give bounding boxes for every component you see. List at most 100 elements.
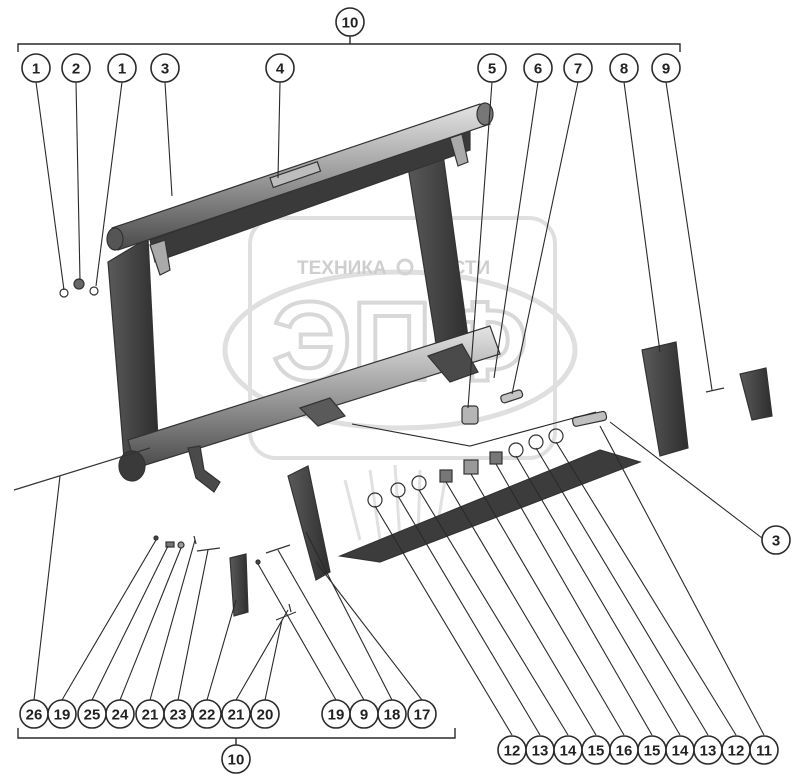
svg-text:22: 22 bbox=[199, 707, 216, 724]
callout-bottom-left-6[interactable]: 23 bbox=[163, 699, 193, 729]
callout-bottom-left-4[interactable]: 24 bbox=[105, 699, 135, 729]
callout-bottom-mid-2[interactable]: 9 bbox=[349, 699, 379, 729]
svg-text:8: 8 bbox=[620, 61, 628, 78]
washer-ring bbox=[528, 434, 544, 450]
svg-text:10: 10 bbox=[228, 752, 245, 769]
bushing-large bbox=[463, 459, 479, 475]
callout-top-3[interactable]: 1 bbox=[107, 53, 137, 83]
bottom-tube-end bbox=[118, 450, 146, 482]
callout-group-top[interactable]: 10 bbox=[335, 7, 365, 37]
callout-top-10[interactable]: 9 bbox=[651, 53, 681, 83]
top-beam-slot bbox=[269, 160, 322, 189]
callout-bottom-left-1[interactable]: 26 bbox=[19, 699, 49, 729]
callout-bottom-right-4[interactable]: 15 bbox=[581, 735, 611, 765]
bushing-small bbox=[489, 451, 503, 465]
callout-bottom-right-5[interactable]: 16 bbox=[609, 735, 639, 765]
callout-top-4[interactable]: 3 bbox=[150, 53, 180, 83]
bushing bbox=[461, 405, 479, 425]
callout-right[interactable]: 3 bbox=[761, 525, 791, 555]
callout-top-6[interactable]: 5 bbox=[477, 53, 507, 83]
svg-text:15: 15 bbox=[588, 743, 605, 760]
callout-bottom-left-5[interactable]: 21 bbox=[135, 699, 165, 729]
angled-plate bbox=[287, 465, 331, 581]
callout-bottom-right-7[interactable]: 14 bbox=[665, 735, 695, 765]
svg-text:25: 25 bbox=[84, 707, 101, 724]
callout-top-7[interactable]: 6 bbox=[523, 53, 553, 83]
svg-text:21: 21 bbox=[228, 707, 245, 724]
washer bbox=[73, 278, 85, 290]
svg-text:1: 1 bbox=[118, 61, 126, 78]
leader-lines bbox=[33, 81, 765, 736]
callout-bottom-left-9[interactable]: 20 bbox=[250, 699, 280, 729]
guard-plate bbox=[641, 341, 689, 457]
mid-hook bbox=[298, 397, 347, 427]
right-hook bbox=[426, 343, 479, 383]
group-bracket-bottom bbox=[17, 728, 456, 746]
gear-icon bbox=[396, 258, 414, 276]
svg-text:24: 24 bbox=[112, 707, 129, 724]
watermark-text-left: ТЕХНИКА bbox=[297, 258, 387, 279]
svg-text:18: 18 bbox=[384, 707, 401, 724]
svg-text:15: 15 bbox=[644, 743, 661, 760]
svg-text:3: 3 bbox=[161, 61, 169, 78]
svg-text:13: 13 bbox=[700, 743, 717, 760]
bracket-plate bbox=[739, 367, 773, 421]
svg-text:13: 13 bbox=[532, 743, 549, 760]
right-latch bbox=[449, 133, 469, 167]
svg-text:4: 4 bbox=[276, 61, 285, 78]
small-pin bbox=[705, 387, 725, 393]
callout-bottom-right-9[interactable]: 12 bbox=[721, 735, 751, 765]
svg-text:23: 23 bbox=[170, 707, 187, 724]
ring-right bbox=[89, 286, 99, 296]
callout-bottom-mid-4[interactable]: 17 bbox=[407, 699, 437, 729]
callout-bottom-right-3[interactable]: 14 bbox=[553, 735, 583, 765]
svg-text:26: 26 bbox=[26, 707, 43, 724]
svg-text:11: 11 bbox=[756, 743, 772, 760]
svg-text:12: 12 bbox=[728, 743, 745, 760]
callout-top-5[interactable]: 4 bbox=[265, 53, 295, 83]
callout-bottom-left-3[interactable]: 25 bbox=[77, 699, 107, 729]
svg-text:5: 5 bbox=[488, 61, 496, 78]
washer-ring bbox=[508, 442, 524, 458]
svg-text:2: 2 bbox=[72, 61, 80, 78]
svg-text:20: 20 bbox=[257, 707, 274, 724]
top-tube-end-left bbox=[106, 227, 124, 251]
group-bracket-top bbox=[17, 36, 681, 52]
svg-text:1: 1 bbox=[32, 61, 40, 78]
callout-top-1[interactable]: 1 bbox=[21, 53, 51, 83]
left-side-plate bbox=[107, 236, 159, 459]
left-latch bbox=[149, 239, 171, 276]
callout-top-2[interactable]: 2 bbox=[61, 53, 91, 83]
svg-text:19: 19 bbox=[328, 707, 345, 724]
callout-bottom-left-2[interactable]: 19 bbox=[47, 699, 77, 729]
svg-text:12: 12 bbox=[504, 743, 521, 760]
callout-bottom-left-8[interactable]: 21 bbox=[221, 699, 251, 729]
quick-attach-frame bbox=[106, 102, 501, 493]
svg-text:6: 6 bbox=[534, 61, 542, 78]
svg-text:21: 21 bbox=[142, 707, 159, 724]
callout-bottom-right-10[interactable]: 11 bbox=[749, 735, 779, 765]
rod bbox=[13, 447, 151, 491]
svg-text:7: 7 bbox=[574, 61, 582, 78]
callout-top-9[interactable]: 8 bbox=[609, 53, 639, 83]
callout-bottom-right-8[interactable]: 13 bbox=[693, 735, 723, 765]
callout-bottom-right-6[interactable]: 15 bbox=[637, 735, 667, 765]
svg-text:3: 3 bbox=[772, 533, 780, 550]
lock-plate bbox=[229, 553, 249, 617]
callout-group-bottom[interactable]: 10 bbox=[221, 744, 251, 774]
ring-left bbox=[59, 288, 69, 298]
svg-text:10: 10 bbox=[342, 15, 359, 32]
small-hardware bbox=[153, 535, 297, 621]
callout-top-8[interactable]: 7 bbox=[563, 53, 593, 83]
callout-bottom-mid-3[interactable]: 18 bbox=[377, 699, 407, 729]
left-hook bbox=[187, 445, 221, 493]
svg-text:17: 17 bbox=[414, 707, 431, 724]
svg-text:9: 9 bbox=[662, 61, 670, 78]
callout-bottom-mid-1[interactable]: 19 bbox=[321, 699, 351, 729]
pin bbox=[500, 389, 524, 404]
callout-bottom-right-1[interactable]: 12 bbox=[497, 735, 527, 765]
svg-text:14: 14 bbox=[560, 743, 577, 760]
callout-bottom-left-7[interactable]: 22 bbox=[192, 699, 222, 729]
callout-bottom-right-2[interactable]: 13 bbox=[525, 735, 555, 765]
